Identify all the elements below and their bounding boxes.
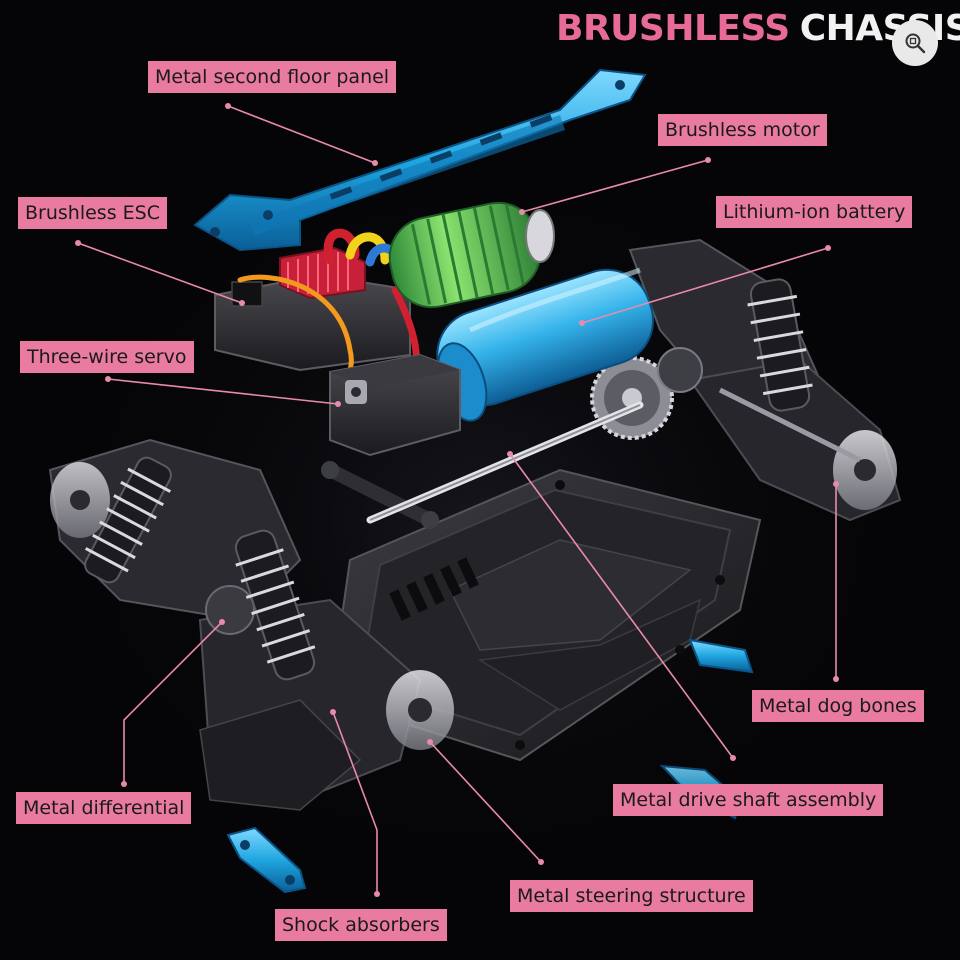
label-metal-drive-shaft-assembly: Metal drive shaft assembly	[613, 784, 884, 816]
leader-lines	[77, 105, 837, 894]
drive-shaft-shade	[369, 404, 641, 521]
label-lithium-ion-battery: Lithium-ion battery	[716, 196, 913, 228]
label-metal-differential: Metal differential	[16, 792, 192, 824]
three-wire-servo-unit	[329, 353, 461, 457]
rear-suspension-assembly	[628, 238, 902, 522]
zoom-search-icon	[905, 33, 926, 54]
label-brushless-motor: Brushless motor	[658, 114, 827, 146]
leader-dots	[75, 103, 839, 897]
brushless-motor-can	[388, 201, 555, 309]
blue-suspension-mount-1	[226, 826, 307, 894]
zoom-search-button[interactable]	[892, 20, 938, 66]
front-shock-left	[84, 456, 172, 584]
title-part-brushless: BRUSHLESS	[556, 8, 790, 49]
label-metal-dog-bones: Metal dog bones	[752, 690, 924, 722]
front-shock-right	[234, 529, 316, 681]
spur-gear	[590, 347, 703, 440]
label-metal-second-floor-panel: Metal second floor panel	[148, 61, 397, 93]
lower-chassis-tub	[328, 468, 762, 762]
blue-suspension-mount-2	[688, 638, 754, 674]
label-shock-absorbers: Shock absorbers	[275, 909, 447, 941]
label-three-wire-servo: Three-wire servo	[20, 341, 194, 373]
second-floor-panel	[193, 68, 647, 252]
label-metal-steering-structure: Metal steering structure	[510, 880, 753, 912]
label-brushless-esc: Brushless ESC	[18, 197, 167, 229]
